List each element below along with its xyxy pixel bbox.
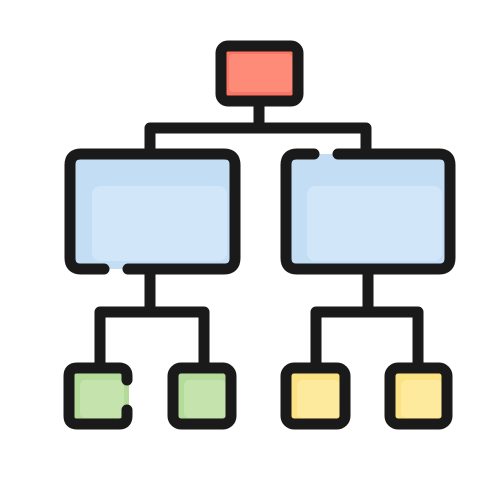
connector-lines xyxy=(94,95,424,374)
leaf-node-yellow-1 xyxy=(280,362,351,430)
left-branch-line xyxy=(94,306,210,374)
leaf-node-yellow-2 xyxy=(384,362,453,430)
right-branch-node xyxy=(280,148,456,275)
right-branch-line xyxy=(310,306,424,374)
leaf-node-green-2 xyxy=(167,362,237,430)
leaf-node-green-1 xyxy=(63,362,133,430)
root-node xyxy=(215,40,304,107)
top-branch-line xyxy=(144,122,372,160)
left-branch-node xyxy=(64,148,241,275)
